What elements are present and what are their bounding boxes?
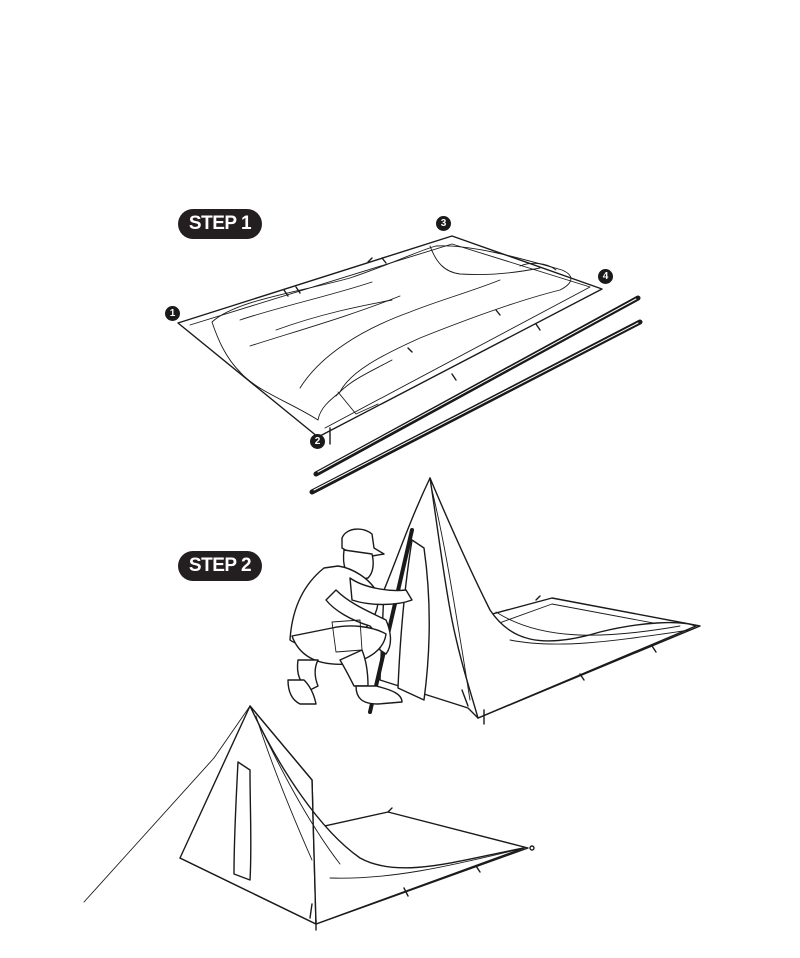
tent-poles [309,295,643,495]
corner-marker-2: 2 [310,434,325,449]
corner-marker-3: 3 [436,216,451,231]
crouching-person [287,528,413,705]
pitched-tent [83,705,535,931]
step-1-badge: STEP 1 [178,209,262,239]
corner-marker-4: 4 [598,269,613,284]
step-2-badge: STEP 2 [178,551,262,581]
flat-tent-fabric [177,235,603,445]
raised-pole [368,528,414,714]
corner-marker-1: 1 [165,306,180,321]
half-raised-tent [379,477,701,725]
